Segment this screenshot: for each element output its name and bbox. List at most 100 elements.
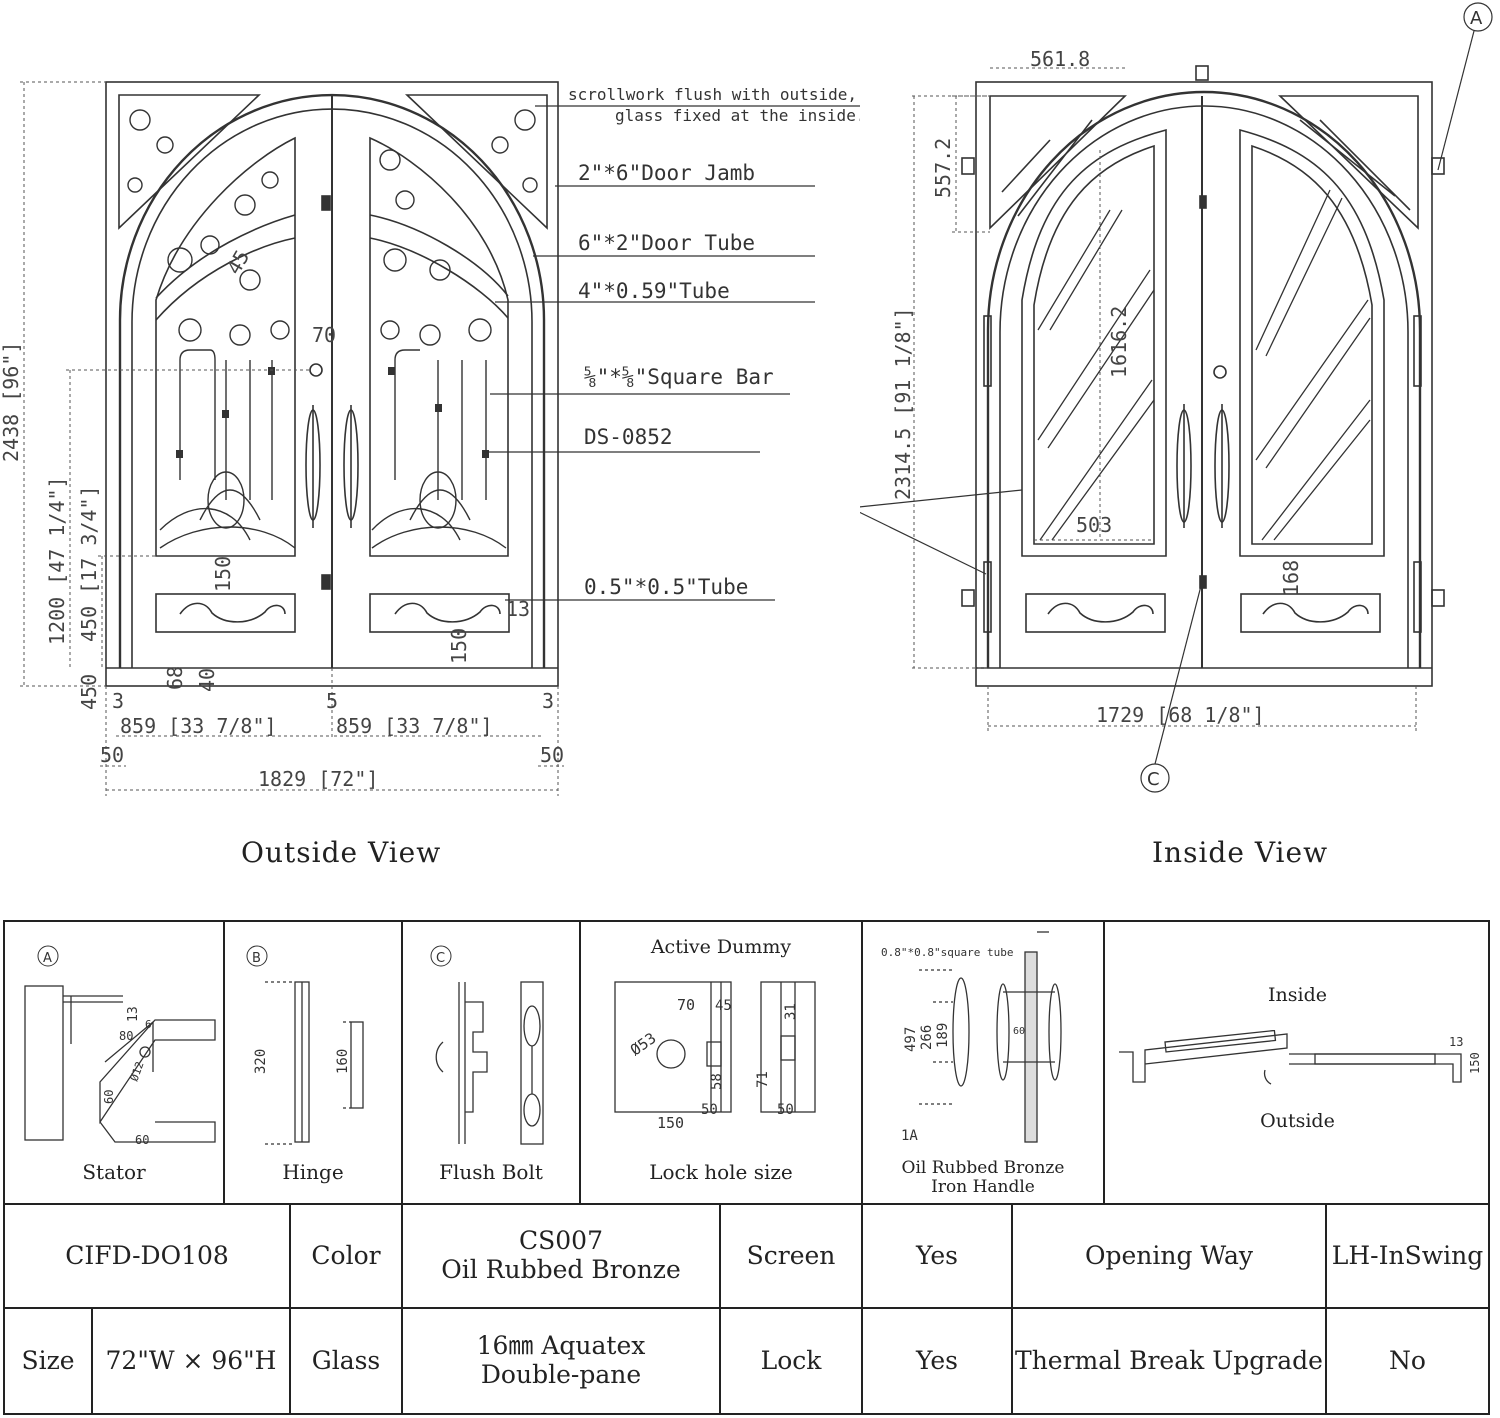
dim-13: 13 — [506, 597, 530, 621]
handle-dim-497: 497 — [903, 1027, 919, 1052]
spec-screen-label: Screen — [719, 1203, 863, 1309]
dim-glass-width: 503 — [1076, 513, 1112, 537]
handle-dim-60: 60 — [1013, 1026, 1025, 1037]
dim-top-width: 561.8 — [1030, 47, 1090, 71]
stator-dim-dia: Ø12 — [128, 1060, 147, 1083]
handle-note: 0.8"*0.8"square tube — [881, 946, 1013, 959]
spec-row-1: CIFD-DO108 Color CS007 Oil Rubbed Bronze… — [3, 1203, 1490, 1309]
dim-jamb-right: 50 — [540, 743, 564, 767]
lock-dim-70: 70 — [677, 996, 695, 1014]
lock-dim-58: 58 — [709, 1073, 725, 1090]
handle-tag: 1A — [901, 1128, 918, 1144]
lock-hole-drawing: Ø53 70 45 58 150 50 71 31 50 — [614, 981, 816, 1132]
dim-bottom-width: 1729 [68 1/8"] — [1096, 703, 1265, 727]
spec-size-value: 72"W × 96"H — [91, 1307, 291, 1415]
dim-height-kick: 450 [17 3/4"] — [77, 485, 101, 642]
dim-leaf-height: 2314.5 [91 1/8"] — [891, 307, 915, 500]
dim-3a: 3 — [112, 689, 124, 713]
dim-450: 450 — [77, 674, 101, 710]
parts-row: A 13 80 6 60 60 Ø12 Stator B — [3, 920, 1490, 1204]
lock-dim-dia53: Ø53 — [627, 1029, 660, 1059]
flush-bolt-drawing: C — [430, 945, 544, 1145]
spec-table: CIFD-DO108 Color CS007 Oil Rubbed Bronze… — [3, 1203, 1490, 1415]
dim-3b: 3 — [542, 689, 554, 713]
spec-glass-line1: 16㎜ Aquatex — [476, 1331, 646, 1361]
dim-40: 40 — [195, 668, 219, 692]
spec-model: CIFD-DO108 — [3, 1203, 291, 1309]
spec-glass-label: Glass — [289, 1307, 403, 1415]
inside-glass-right — [1239, 128, 1385, 557]
callout-square-bar: ⅝"*⅝"Square Bar — [584, 365, 774, 389]
marker-a: A — [1470, 8, 1483, 29]
glass-left — [155, 136, 296, 557]
opening-outside-label: Outside — [1260, 1110, 1335, 1132]
dim-width-total: 1829 [72"] — [258, 767, 378, 791]
dim-leaf-left: 859 [33 7/8"] — [120, 714, 277, 738]
spec-opening-value: LH-InSwing — [1325, 1203, 1490, 1309]
stator-caption: Stator — [82, 1160, 146, 1184]
part-lock-hole: Active Dummy Ø53 70 45 58 150 50 71 31 5… — [581, 922, 863, 1204]
opening-inside-label: Inside — [1268, 984, 1327, 1006]
callout-ds: DS-0852 — [584, 425, 673, 449]
kick-panel-right — [369, 593, 510, 633]
callout-door-jamb: 2"*6"Door Jamb — [578, 161, 755, 185]
spec-color-code: CS007 — [519, 1226, 603, 1256]
hinge-dim-160: 160 — [335, 1049, 351, 1074]
dim-leaf-right: 859 [33 7/8"] — [336, 714, 493, 738]
glass-right — [369, 136, 509, 557]
dim-height-lock: 1200 [47 1/4"] — [45, 476, 69, 645]
part-opening: Inside 13 150 Outside — [1105, 922, 1490, 1204]
spec-thermal-value: No — [1325, 1307, 1490, 1415]
dim-5: 5 — [326, 689, 338, 713]
dim-168: 168 — [1279, 560, 1303, 596]
hinge-drawing: B 320 160 — [246, 945, 364, 1145]
stator-dim-60a: 60 — [102, 1090, 116, 1104]
flush-bolt-marker: C — [436, 951, 445, 966]
callout-door-tube: 6"*2"Door Tube — [578, 231, 755, 255]
flush-bolt-caption: Flush Bolt — [439, 1160, 543, 1184]
outside-view-title: Outside View — [241, 836, 442, 869]
opening-dim-150: 150 — [1468, 1052, 1482, 1074]
handle-caption-2: Iron Handle — [931, 1177, 1035, 1197]
spec-size-label: Size — [3, 1307, 93, 1415]
spec-thermal-label: Thermal Break Upgrade — [1011, 1307, 1327, 1415]
handle-left — [305, 405, 321, 528]
spec-lock-value: Yes — [861, 1307, 1013, 1415]
opening-drawing: 13 150 — [1119, 1030, 1482, 1085]
hinge-marker: B — [252, 951, 261, 966]
dim-45: 45 — [222, 246, 255, 279]
spec-color-value: CS007 Oil Rubbed Bronze — [401, 1203, 721, 1309]
outside-view-drawing: 2438 [96"] 1200 [47 1/4"] 450 [17 3/4"] … — [0, 81, 860, 796]
spec-screen-value: Yes — [861, 1203, 1013, 1309]
lock-hole-heading: Active Dummy — [650, 936, 792, 958]
spec-color-name: Oil Rubbed Bronze — [441, 1255, 681, 1284]
stator-drawing: A 13 80 6 60 60 Ø12 — [24, 945, 216, 1147]
lock-dim-50a: 50 — [701, 1102, 718, 1118]
callout-half-tube: 0.5"*0.5"Tube — [584, 575, 748, 599]
spec-glass-line2: Double-pane — [480, 1360, 642, 1389]
stator-dim-13: 13 — [126, 1006, 141, 1022]
handle-right — [343, 405, 359, 528]
stator-dim-80: 80 — [119, 1029, 133, 1043]
part-flush-bolt: C Flush Bolt — [403, 922, 581, 1204]
lock-dim-71: 71 — [755, 1071, 771, 1088]
dim-jamb-left: 50 — [100, 743, 124, 767]
stator-dim-6: 6 — [145, 1018, 152, 1031]
part-handle: 0.8"*0.8"square tube 497 266 189 60 1A O… — [863, 922, 1105, 1204]
kick-panel-left — [155, 593, 296, 633]
stator-marker: A — [43, 951, 52, 966]
inside-outer-frame — [975, 81, 1433, 687]
spec-row-2: Size 72"W × 96"H Glass 16㎜ Aquatex Doubl… — [3, 1307, 1490, 1415]
dim-height-total: 2438 [96"] — [0, 342, 23, 462]
dim-70: 70 — [312, 323, 336, 347]
lock-dim-45: 45 — [715, 998, 732, 1014]
handle-caption-1: Oil Rubbed Bronze — [901, 1158, 1065, 1178]
hinge-caption: Hinge — [282, 1160, 344, 1184]
spec-opening-label: Opening Way — [1011, 1203, 1327, 1309]
callout-scrollwork: scrollwork flush with outside, — [568, 85, 857, 104]
dim-150a: 150 — [211, 556, 235, 592]
corner-left — [118, 94, 262, 230]
handle-drawing: 0.8"*0.8"square tube 497 266 189 60 1A — [881, 931, 1062, 1144]
inside-view-drawing: A B C 561.8 557.2 1616.2 503 2314.5 [91 … — [860, 2, 1493, 793]
inside-view-title: Inside View — [1152, 836, 1329, 869]
